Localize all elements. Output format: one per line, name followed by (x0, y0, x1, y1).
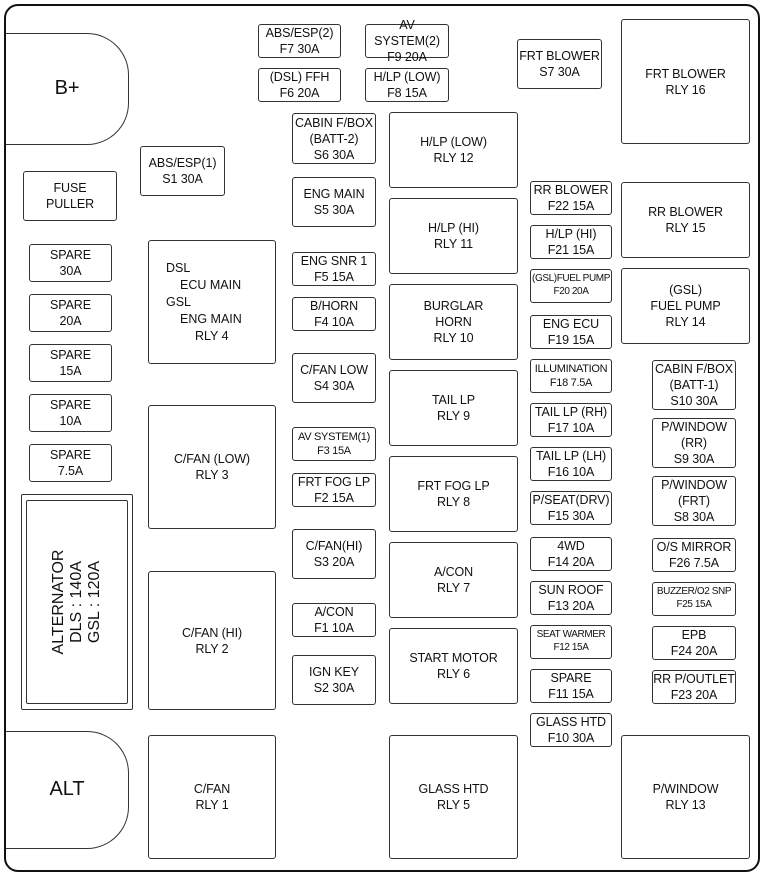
fuse-seat-warmer-f12: SEAT WARMER F12 15A (530, 625, 612, 659)
spare-fuse-7-5a: SPARE 7.5A (29, 444, 112, 482)
fuse-pseat-drv-f15: P/SEAT(DRV) F15 30A (530, 491, 612, 525)
fuse-ign-key-s2: IGN KEY S2 30A (292, 655, 376, 705)
spare-fuse-20a: SPARE 20A (29, 294, 112, 332)
fuse-pwindow-rr-s9: P/WINDOW (RR) S9 30A (652, 418, 736, 468)
fuse-glass-htd-f10: GLASS HTD F10 30A (530, 713, 612, 747)
fuse-eng-main-s5: ENG MAIN S5 30A (292, 177, 376, 227)
alternator-fuse-label: ALTERNATOR DLS : 140A GSL : 120A (50, 549, 103, 655)
relay-gsl-fuel-pump-rly14: (GSL) FUEL PUMP RLY 14 (621, 268, 750, 344)
relay-start-motor-rly6: START MOTOR RLY 6 (389, 628, 518, 704)
spare-fuse-30a: SPARE 30A (29, 244, 112, 282)
relay-cfan-hi-rly2: C/FAN (HI) RLY 2 (148, 571, 276, 710)
fuse-eng-ecu-f19: ENG ECU F19 15A (530, 315, 612, 349)
fuse-spare-f11: SPARE F11 15A (530, 669, 612, 703)
fuse-eng-snr-1-f5: ENG SNR 1 F5 15A (292, 252, 376, 286)
relay-hlp-low-rly12: H/LP (LOW) RLY 12 (389, 112, 518, 188)
fuse-cabin-fbox-batt1-s10: CABIN F/BOX (BATT-1) S10 30A (652, 360, 736, 410)
fuse-os-mirror-f26: O/S MIRROR F26 7.5A (652, 538, 736, 572)
fuse-b-horn-f4: B/HORN F4 10A (292, 297, 376, 331)
fuse-rr-poutlet-f23: RR P/OUTLET F23 20A (652, 670, 736, 704)
fuse-cfan-low-s4: C/FAN LOW S4 30A (292, 353, 376, 403)
fuse-av-system-1-f3: AV SYSTEM(1) F3 15A (292, 427, 376, 461)
alt-terminal: ALT (6, 731, 129, 849)
alternator-fuse: ALTERNATOR DLS : 140A GSL : 120A (21, 494, 133, 710)
fuse-buzzer-o2-snp-f25: BUZZER/O2 SNP F25 15A (652, 582, 736, 616)
relay-frt-fog-lp-rly8: FRT FOG LP RLY 8 (389, 456, 518, 532)
fuse-cabin-fbox-batt2-s6: CABIN F/BOX (BATT-2) S6 30A (292, 113, 376, 164)
fuse-sun-roof-f13: SUN ROOF F13 20A (530, 581, 612, 615)
spare-fuse-10a: SPARE 10A (29, 394, 112, 432)
fuse-box-panel (4, 4, 760, 872)
relay-pwindow-rly13: P/WINDOW RLY 13 (621, 735, 750, 859)
fuse-rr-blower-f22: RR BLOWER F22 15A (530, 181, 612, 215)
rly4-line-eng-main: ENG MAIN (180, 312, 242, 326)
fuse-hlp-hi-f21: H/LP (HI) F21 15A (530, 225, 612, 259)
fuse-pwindow-frt-s8: P/WINDOW (FRT) S8 30A (652, 476, 736, 526)
relay-rr-blower-rly15: RR BLOWER RLY 15 (621, 182, 750, 258)
fuse-frt-blower-s7: FRT BLOWER S7 30A (517, 39, 602, 89)
rly4-line-dsl: DSL (166, 261, 191, 275)
rly4-line-gsl: GSL (166, 295, 192, 309)
fuse-av-system-2-f9: AV SYSTEM(2) F9 20A (365, 18, 449, 64)
fuse-4wd-f14: 4WD F14 20A (530, 537, 612, 571)
fuse-tail-lp-rh-f17: TAIL LP (RH) F17 10A (530, 403, 612, 437)
rly4-line-rly4: RLY 4 (195, 329, 229, 343)
fuse-epb-f24: EPB F24 20A (652, 626, 736, 660)
relay-tail-lp-rly9: TAIL LP RLY 9 (389, 370, 518, 446)
relay-cfan-low-rly3: C/FAN (LOW) RLY 3 (148, 405, 276, 529)
relay-frt-blower-rly16: FRT BLOWER RLY 16 (621, 19, 750, 144)
fuse-gsl-fuel-pump-f20: (GSL)FUEL PUMP F20 20A (530, 269, 612, 303)
relay-hlp-hi-rly11: H/LP (HI) RLY 11 (389, 198, 518, 274)
b-plus-terminal: B+ (6, 33, 129, 145)
fuse-acon-f1: A/CON F1 10A (292, 603, 376, 637)
fuse-frt-fog-lp-f2: FRT FOG LP F2 15A (292, 473, 376, 507)
fuse-illumination-f18: ILLUMINATION F18 7.5A (530, 359, 612, 393)
fuse-abs-esp-2-f7: ABS/ESP(2) F7 30A (258, 24, 341, 58)
fuse-puller: FUSE PULLER (23, 171, 117, 221)
spare-fuse-15a: SPARE 15A (29, 344, 112, 382)
fuse-cfan-hi-s3: C/FAN(HI) S3 20A (292, 529, 376, 579)
relay-acon-rly7: A/CON RLY 7 (389, 542, 518, 618)
alternator-fuse-body: ALTERNATOR DLS : 140A GSL : 120A (26, 500, 128, 704)
fuse-tail-lp-lh-f16: TAIL LP (LH) F16 10A (530, 447, 612, 481)
fuse-hlp-low-f8: H/LP (LOW) F8 15A (365, 68, 449, 102)
rly4-line-ecu-main: ECU MAIN (180, 278, 242, 292)
relay-burglar-horn-rly10: BURGLAR HORN RLY 10 (389, 284, 518, 360)
relay-ecu-eng-main-rly4: DSL ECU MAIN GSL ENG MAIN RLY 4 (148, 240, 276, 364)
fuse-dsl-ffh-f6: (DSL) FFH F6 20A (258, 68, 341, 102)
relay-cfan-rly1: C/FAN RLY 1 (148, 735, 276, 859)
relay-glass-htd-rly5: GLASS HTD RLY 5 (389, 735, 518, 859)
fuse-abs-esp-1-s1: ABS/ESP(1) S1 30A (140, 146, 225, 196)
